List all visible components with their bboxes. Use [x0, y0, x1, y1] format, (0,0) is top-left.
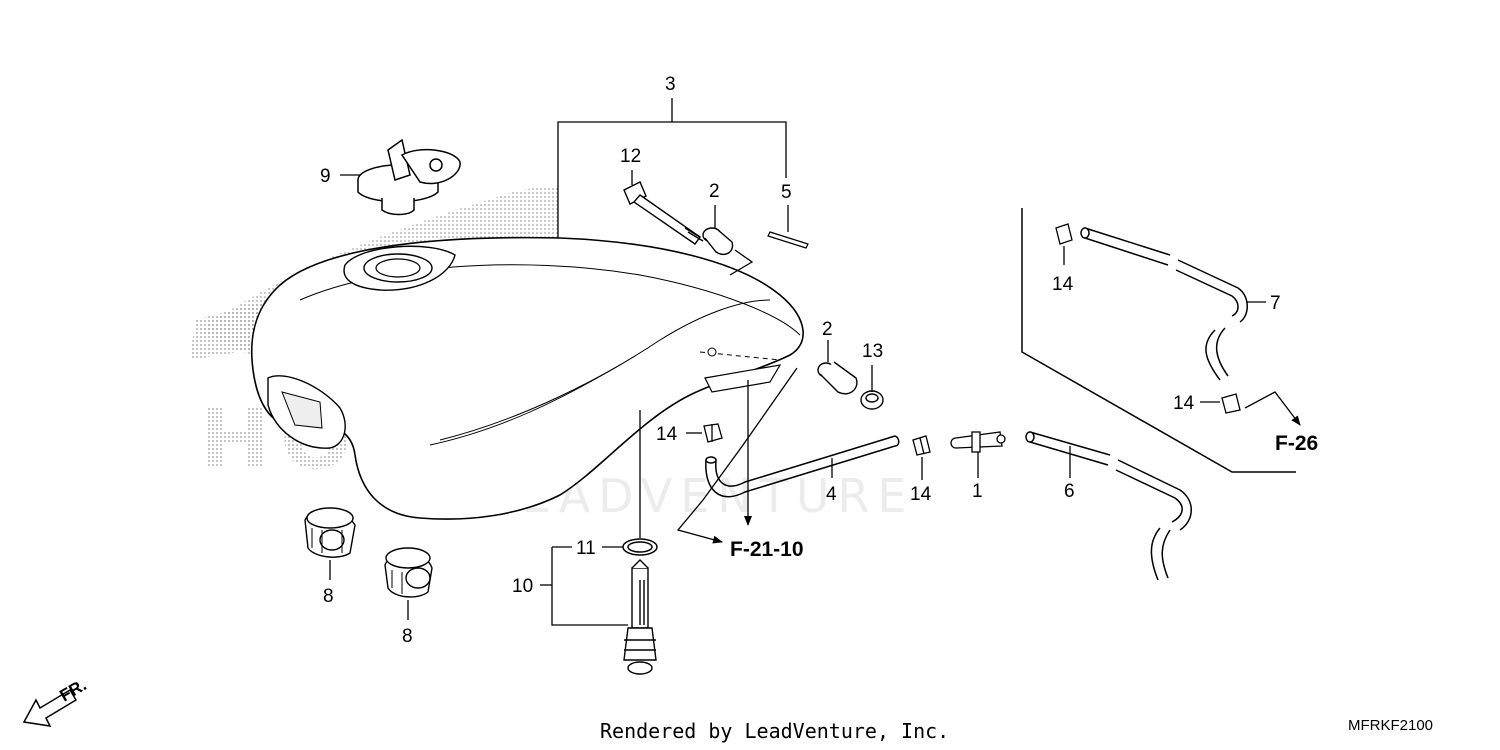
- callout-1: 1: [972, 481, 983, 502]
- callout-9: 9: [320, 166, 331, 187]
- tube-clip-right-part[interactable]: [1221, 393, 1241, 414]
- callout-14-lower: 14: [910, 484, 932, 505]
- tank-rubber-left-part[interactable]: [304, 507, 356, 558]
- rubber-bushing-side-part[interactable]: [817, 361, 858, 395]
- breather-tube-lower-part[interactable]: [1025, 431, 1192, 581]
- tube-clip-lower-part[interactable]: [912, 435, 931, 456]
- sub-assembly-frame: [1021, 208, 1296, 473]
- callout-14-top-right: 14: [1052, 274, 1074, 295]
- callout-14-center: 14: [656, 424, 678, 445]
- tube-clip-top-right-part[interactable]: [1055, 223, 1073, 245]
- fuel-tank[interactable]: [250, 236, 804, 520]
- fuel-level-sensor-part[interactable]: [623, 559, 657, 675]
- footer-credit: Rendered by LeadVenture, Inc.: [600, 719, 949, 743]
- callout-14-right: 14: [1173, 393, 1195, 414]
- callout-2-upper: 2: [709, 181, 720, 202]
- callout-11: 11: [576, 538, 596, 559]
- callout-10: 10: [512, 576, 533, 597]
- callout-6: 6: [1064, 481, 1075, 502]
- callout-13: 13: [862, 341, 883, 362]
- callout-5: 5: [781, 182, 792, 203]
- callout-12: 12: [620, 146, 641, 167]
- front-direction-indicator: FR.: [22, 675, 90, 727]
- callout-4: 4: [826, 484, 837, 505]
- diagram-code: MFRKF2100: [1348, 717, 1433, 734]
- fuel-cap-part[interactable]: [357, 138, 461, 216]
- callout-8-left: 8: [323, 586, 334, 607]
- mounting-bolt-part[interactable]: [623, 181, 704, 245]
- collar-part[interactable]: [860, 390, 884, 410]
- callout-2-side: 2: [822, 319, 833, 340]
- callout-7: 7: [1270, 293, 1281, 314]
- tube-joint-part[interactable]: [950, 431, 1006, 453]
- washer-part[interactable]: [767, 231, 809, 249]
- reference-f-26[interactable]: F-26: [1275, 432, 1318, 455]
- breather-tube-upper-part[interactable]: [1080, 227, 1248, 381]
- leader-lines: [329, 98, 1301, 626]
- callout-8-right: 8: [402, 626, 413, 647]
- rubber-bushing-upper-part[interactable]: [702, 227, 734, 256]
- reference-f-21-10[interactable]: F-21-10: [730, 538, 804, 561]
- drain-tube-part[interactable]: [705, 435, 900, 498]
- tank-rubber-right-part[interactable]: [384, 547, 433, 598]
- front-arrow-icon: [22, 688, 78, 727]
- o-ring-part[interactable]: [622, 538, 658, 556]
- callout-3: 3: [665, 74, 676, 95]
- tube-clip-center-part[interactable]: [703, 423, 723, 443]
